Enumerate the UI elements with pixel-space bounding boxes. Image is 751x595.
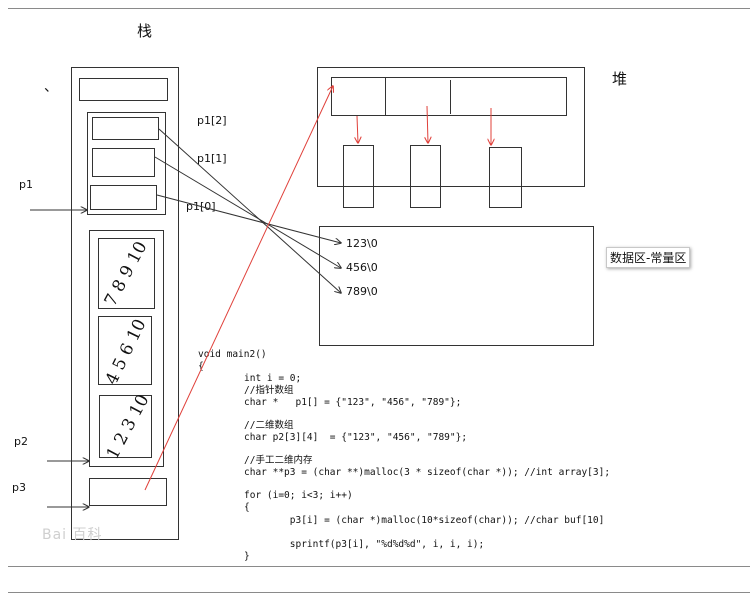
code-line: sprintf(p3[i], "%d%d%d", i, i, i); <box>244 539 485 550</box>
p3-to-heap-arrow <box>144 86 333 491</box>
stray-mark: 、 <box>44 79 58 95</box>
bottom-rule <box>8 566 750 567</box>
p2-array-group <box>89 230 164 467</box>
heap-title: 堆 <box>612 70 628 88</box>
code-line: { <box>244 502 250 513</box>
code-line: p3[i] = (char *)malloc(10*sizeof(char));… <box>244 515 605 526</box>
p1-slot-0 <box>90 185 157 210</box>
p1-1-to-456-arrow <box>154 156 341 268</box>
heap-pointer-divider-1 <box>385 77 386 116</box>
label-p1-2: p1[2] <box>197 114 227 127</box>
stack-frame <box>71 67 179 540</box>
code-open-brace: { <box>198 361 204 372</box>
code-line: for (i=0; i<3; i++) <box>244 490 353 501</box>
code-signature: void main2() <box>198 349 267 360</box>
stack-title: 栈 <box>137 22 153 40</box>
watermark-logo: Bai 百科 <box>42 527 103 543</box>
string-123: 123\0 <box>346 237 378 250</box>
p1-slot-1 <box>92 148 155 177</box>
footer-rule <box>8 592 750 593</box>
code-line: int i = 0; <box>244 373 302 384</box>
p1-slot-2 <box>92 117 159 140</box>
heap-buffer-1 <box>410 145 441 208</box>
code-line: char p2[3][4] = {"123", "456", "789"}; <box>244 432 468 443</box>
string-789: 789\0 <box>346 285 378 298</box>
code-line: //二维数组 <box>244 420 294 431</box>
heap-ptr-0-arrow <box>357 115 358 143</box>
label-p2: p2 <box>14 435 28 448</box>
code-line: } <box>244 551 250 562</box>
heap-pointer-array <box>331 77 567 116</box>
constant-data-region <box>319 226 594 346</box>
data-region-label: 数据区-常量区 <box>606 247 691 268</box>
p1-2-to-789-arrow <box>158 128 341 293</box>
p2-row-2 <box>99 395 152 458</box>
top-rule <box>8 8 750 9</box>
code-line: char **p3 = (char **)malloc(3 * sizeof(c… <box>244 467 611 478</box>
heap-buffer-0 <box>343 145 374 208</box>
code-line: //手工二维内存 <box>244 455 313 466</box>
label-p1-1: p1[1] <box>197 152 227 165</box>
p1-0-to-123-arrow <box>156 194 341 243</box>
label-p1: p1 <box>19 178 33 191</box>
code-line: char * p1[] = {"123", "456", "789"}; <box>244 397 462 408</box>
string-456: 456\0 <box>346 261 378 274</box>
heap-buffer-2 <box>489 147 522 208</box>
p2-row-0 <box>98 238 155 309</box>
stack-top-slot <box>79 78 168 101</box>
p2-row-1 <box>98 316 152 385</box>
code-line: //指针数组 <box>244 385 294 396</box>
heap-ptr-1-arrow <box>427 105 428 143</box>
heap-region <box>317 67 585 187</box>
p3-slot <box>89 478 167 506</box>
label-p3: p3 <box>12 481 26 494</box>
heap-pointer-divider-2 <box>450 80 451 114</box>
